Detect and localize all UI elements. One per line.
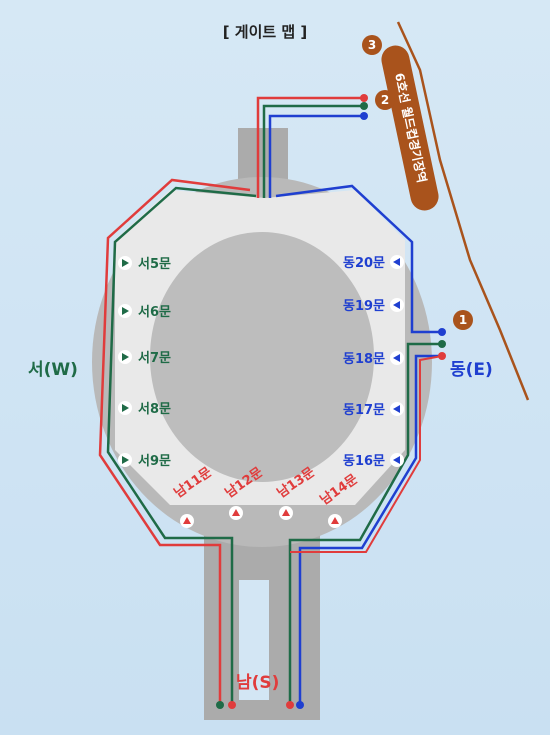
route-east-green xyxy=(288,342,442,705)
gate-label: 서8문 xyxy=(138,402,171,417)
dot xyxy=(438,328,446,336)
dot xyxy=(438,352,446,360)
gate-label: 동20문 xyxy=(343,256,385,271)
route-south-blue xyxy=(298,354,442,705)
gate-label: 서6문 xyxy=(138,305,171,320)
gate-east-19[interactable]: 동19문 xyxy=(343,298,404,314)
gate-label: 서9문 xyxy=(138,454,171,469)
route-east-blue-north xyxy=(268,114,362,198)
dot xyxy=(360,112,368,120)
gate-east-16[interactable]: 동16문 xyxy=(343,453,404,469)
exit-marker xyxy=(362,35,382,55)
stadium-field xyxy=(150,232,374,482)
route-east-blue xyxy=(275,184,442,334)
route-south-red xyxy=(290,355,443,553)
gate-west-7[interactable]: 서7문 xyxy=(118,350,171,366)
exit-number: 3 xyxy=(368,38,376,52)
metro-line xyxy=(396,21,530,401)
page-title: [ 게이트 맵 ] xyxy=(223,23,308,41)
dot xyxy=(228,701,236,709)
gate-label: 서5문 xyxy=(138,257,171,272)
gate-label: 서7문 xyxy=(138,351,171,366)
exit-number: 1 xyxy=(459,313,467,327)
direction-south: 남(S) xyxy=(236,673,279,693)
exit-marker xyxy=(453,310,473,330)
gate-label: 동16문 xyxy=(343,454,385,469)
dot xyxy=(216,701,224,709)
route-south-red-north xyxy=(256,96,362,198)
exit-marker xyxy=(375,90,395,110)
direction-west: 서(W) xyxy=(28,360,78,380)
route-west-green-north xyxy=(262,104,362,198)
gate-west-9[interactable]: 서9문 xyxy=(118,453,171,469)
gate-east-18[interactable]: 동18문 xyxy=(343,351,404,367)
route-west-green xyxy=(106,186,257,705)
dot xyxy=(296,701,304,709)
gate-west-8[interactable]: 서8문 xyxy=(118,401,171,417)
gate-east-17[interactable]: 동17문 xyxy=(343,402,404,418)
gate-label: 동18문 xyxy=(343,352,385,367)
gate-east-20[interactable]: 동20문 xyxy=(343,255,404,271)
dot xyxy=(286,701,294,709)
gate-label: 동17문 xyxy=(343,403,385,418)
gate-west-6[interactable]: 서6문 xyxy=(118,304,171,320)
dot xyxy=(360,102,368,110)
south-road-gap xyxy=(239,580,269,700)
metro-station-box xyxy=(381,45,439,211)
dot xyxy=(438,340,446,348)
direction-east: 동(E) xyxy=(450,360,493,380)
exit-number: 2 xyxy=(381,93,389,107)
dot xyxy=(360,94,368,102)
route-west-red xyxy=(98,178,251,705)
gate-west-5[interactable]: 서5문 xyxy=(118,256,171,272)
gate-label: 동19문 xyxy=(343,299,385,314)
